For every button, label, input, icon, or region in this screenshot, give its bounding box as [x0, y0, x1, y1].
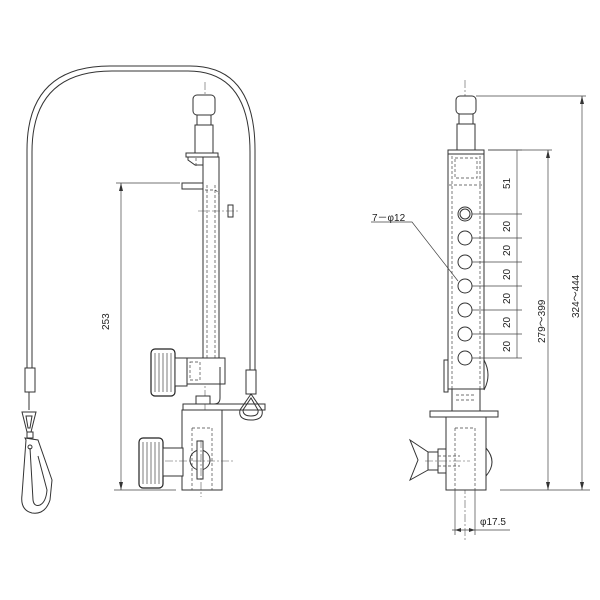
- dim-label-pitch-3: 20: [502, 268, 513, 280]
- range-dimensions: [476, 95, 590, 491]
- dim-label-pitch-2: 20: [502, 244, 513, 256]
- upper-knob: [150, 348, 226, 397]
- dim-label-pitch-1: 20: [502, 220, 513, 232]
- lanyard-cable: [26, 65, 256, 372]
- dim-label-253: 253: [101, 313, 112, 330]
- dimension-253: [114, 182, 180, 491]
- dim-label-pitch-5: 20: [502, 316, 513, 328]
- slide-tube: [181, 156, 238, 368]
- dim-label-pitch-4: 20: [502, 292, 513, 304]
- dim-label-51: 51: [502, 177, 513, 189]
- callout-leader: [371, 221, 459, 282]
- diameter-dimension: [452, 490, 510, 535]
- front-tube: [443, 153, 489, 393]
- dim-label-diameter: φ17.5: [480, 517, 506, 528]
- mount-clamp: [138, 409, 235, 497]
- bracket: [182, 367, 266, 411]
- callout-holes-label: 7－φ12: [372, 213, 406, 224]
- dim-label-range-outer: 324～444: [571, 274, 582, 318]
- snap-hook: [21, 367, 53, 514]
- dim-label-pitch-6: 20: [502, 340, 513, 352]
- dim-label-range-inner: 279～399: [537, 299, 548, 343]
- front-lower: [408, 388, 499, 491]
- cable-thimble: [239, 369, 263, 421]
